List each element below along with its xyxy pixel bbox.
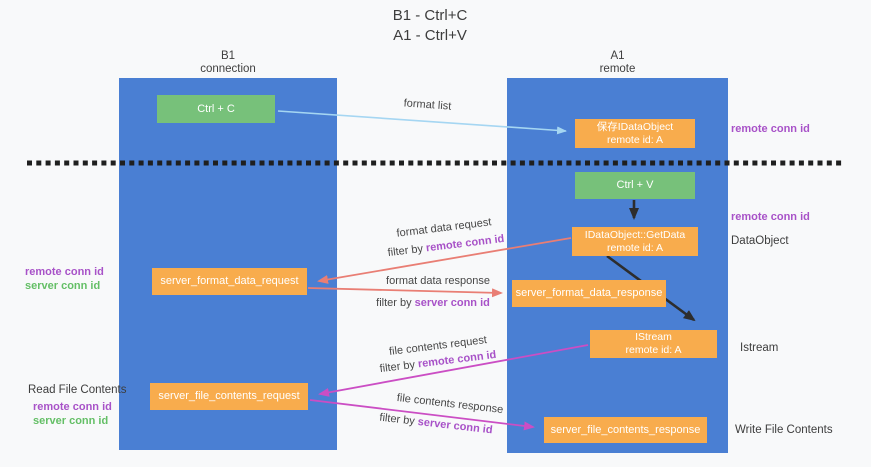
server-conn-id-text: server conn id	[414, 297, 490, 309]
left-remote-conn-id-2: remote conn id	[33, 401, 112, 413]
title-line-1: B1 - Ctrl+C	[392, 7, 468, 24]
filter-by-text: filter by	[387, 242, 427, 260]
getdata-line1: IDataObject::GetData	[584, 228, 686, 241]
left-remote-conn-id-1: remote conn id	[25, 266, 104, 278]
read-file-contents-annotation: Read File Contents	[28, 384, 127, 396]
ctrl-v-label: Ctrl + V	[616, 179, 654, 191]
ctrl-v-box: Ctrl + V	[575, 172, 695, 199]
server-format-data-request-label: server_format_data_request	[160, 275, 299, 287]
istream-line2: remote id: A	[625, 344, 682, 356]
ctrl-c-label: Ctrl + C	[197, 102, 235, 115]
istream-annotation: Istream	[740, 342, 779, 354]
server-file-contents-response-label: server_file_contents_response	[550, 423, 701, 436]
idataobject-getdata-box: IDataObject::GetData remote id: A	[572, 227, 698, 256]
right-remote-conn-id-top: remote conn id	[731, 123, 810, 135]
filter-by-text: filter by	[379, 358, 419, 376]
save-idataobject-line1: 保存IDataObject	[596, 120, 674, 133]
file-contents-response-filter-label: filter by server conn id	[375, 411, 498, 437]
server-file-contents-response-box: server_file_contents_response	[544, 417, 707, 443]
save-idataobject-line2: remote id: A	[606, 133, 664, 146]
server-format-data-request-box: server_format_data_request	[152, 268, 307, 295]
left-server-conn-id-1: server conn id	[25, 280, 101, 292]
remote-conn-id-text: remote conn id	[425, 232, 505, 255]
filter-by-text: filter by	[376, 297, 415, 309]
lane-header-b1: B1 connection	[119, 50, 337, 76]
title-line-2: A1 - Ctrl+V	[393, 27, 467, 44]
format-data-response-filter-label: filter by server conn id	[372, 297, 494, 309]
write-file-contents-annotation: Write File Contents	[735, 424, 833, 436]
ctrl-c-box: Ctrl + C	[157, 95, 275, 123]
lane-b1-subtitle: connection	[200, 63, 256, 75]
server-file-contents-request-label: server_file_contents_request	[158, 390, 300, 402]
save-idataobject-box: 保存IDataObject remote id: A	[575, 119, 695, 148]
diagram-title: B1 - Ctrl+C A1 - Ctrl+V	[340, 6, 520, 46]
lane-a1-title: A1	[610, 50, 625, 62]
server-conn-id-text: server conn id	[417, 415, 494, 437]
istream-box: IStream remote id: A	[590, 330, 717, 358]
filter-by-text: filter by	[378, 411, 419, 428]
server-format-data-response-label: server_format_data_response	[515, 287, 663, 299]
right-remote-conn-id-mid: remote conn id	[731, 211, 810, 223]
server-format-data-response-box: server_format_data_response	[512, 280, 666, 307]
file-contents-response-label: file contents response	[396, 391, 504, 417]
lane-b1-title: B1	[220, 50, 236, 62]
format-data-response-label: format data response	[386, 275, 490, 287]
lane-header-a1: A1 remote	[507, 50, 728, 76]
format-list-label: format list	[403, 97, 452, 113]
left-server-conn-id-2: server conn id	[33, 415, 109, 427]
dataobject-annotation: DataObject	[731, 235, 789, 247]
server-file-contents-request-box: server_file_contents_request	[150, 383, 308, 410]
getdata-line2: remote id: A	[606, 241, 664, 254]
lane-a1-subtitle: remote	[599, 63, 636, 75]
istream-line1: IStream	[635, 331, 672, 343]
